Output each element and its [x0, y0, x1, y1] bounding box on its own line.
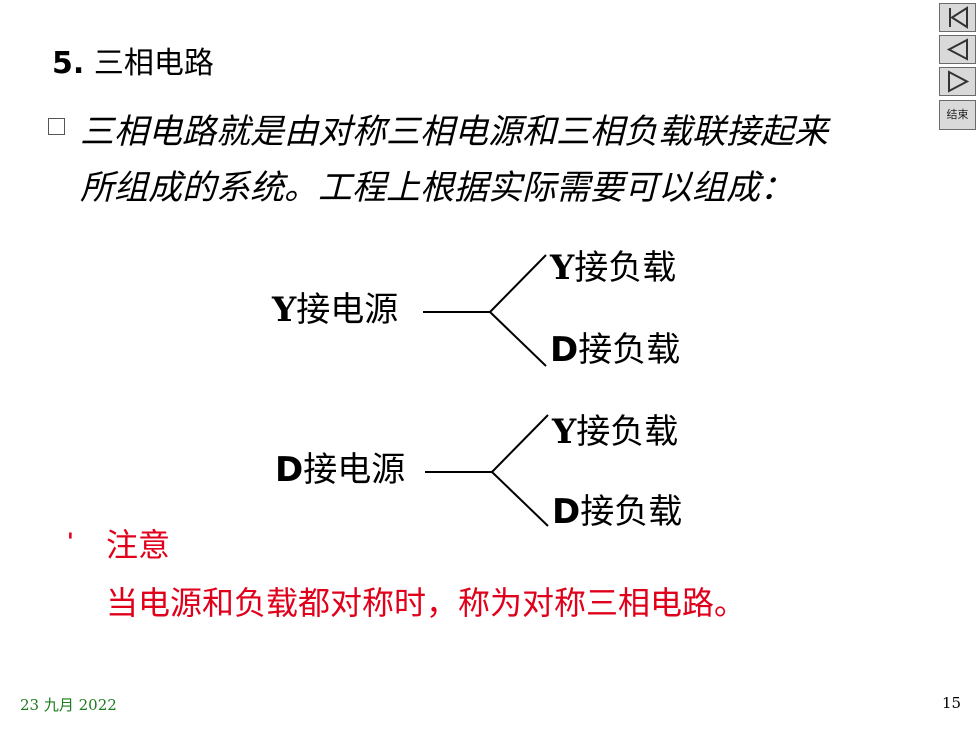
note-title: 注意	[106, 526, 171, 564]
page-number: 15	[942, 694, 962, 712]
d-source-label: D接电源	[275, 450, 405, 490]
d-source-prefix: D	[275, 450, 304, 490]
intro-line-2: 所组成的系统。工程上根据实际需要可以组成：	[80, 168, 794, 208]
d-load-prefix: D	[550, 330, 579, 370]
section-heading: 5. 三相电路	[52, 44, 214, 84]
y-source-text: 接电源	[296, 290, 399, 330]
d-load-prefix-2: D	[552, 492, 581, 532]
next-arrow-icon	[948, 70, 970, 93]
bullet-square-icon	[48, 118, 65, 135]
group1-upper-branch	[489, 254, 547, 313]
previous-arrow-icon	[946, 38, 968, 61]
y-source-y-load-label: Y接负载	[550, 248, 676, 288]
footer-date: 23 九月 2022	[20, 696, 117, 714]
note-text: 当电源和负载都对称时，称为对称三相电路。	[106, 584, 747, 622]
y-source-d-load-label: D接负载	[550, 330, 680, 370]
d-source-text: 接电源	[303, 450, 406, 490]
next-slide-button[interactable]	[939, 67, 976, 96]
first-slide-icon	[949, 6, 968, 29]
group2-connectors	[425, 414, 549, 527]
d-load-text: 接负载	[578, 330, 681, 370]
group1-connectors	[423, 254, 547, 367]
y-load-prefix: Y	[550, 248, 575, 288]
d-source-d-load-label: D接负载	[552, 492, 682, 532]
group2-upper-branch	[491, 414, 549, 473]
section-title: 三相电路	[93, 46, 214, 81]
group2-lower-branch	[491, 471, 549, 527]
y-source-label: Y接电源	[272, 290, 398, 330]
intro-paragraph: 三相电路就是由对称三相电源和三相负载联接起来 所组成的系统。工程上根据实际需要可…	[80, 104, 930, 216]
group1-lower-branch	[489, 311, 547, 367]
y-load-prefix-2: Y	[552, 412, 577, 452]
y-load-text-2: 接负载	[576, 412, 679, 452]
end-show-button[interactable]: 结束	[939, 100, 976, 130]
note-bullet-mark: '	[67, 530, 74, 555]
first-slide-button[interactable]	[939, 3, 976, 32]
y-load-text: 接负载	[574, 248, 677, 288]
d-load-text-2: 接负载	[580, 492, 683, 532]
d-source-y-load-label: Y接负载	[552, 412, 678, 452]
section-number: 5.	[52, 46, 85, 81]
previous-slide-button[interactable]	[939, 35, 976, 64]
y-source-prefix: Y	[272, 290, 297, 330]
intro-line-1: 三相电路就是由对称三相电源和三相负载联接起来	[80, 112, 828, 152]
